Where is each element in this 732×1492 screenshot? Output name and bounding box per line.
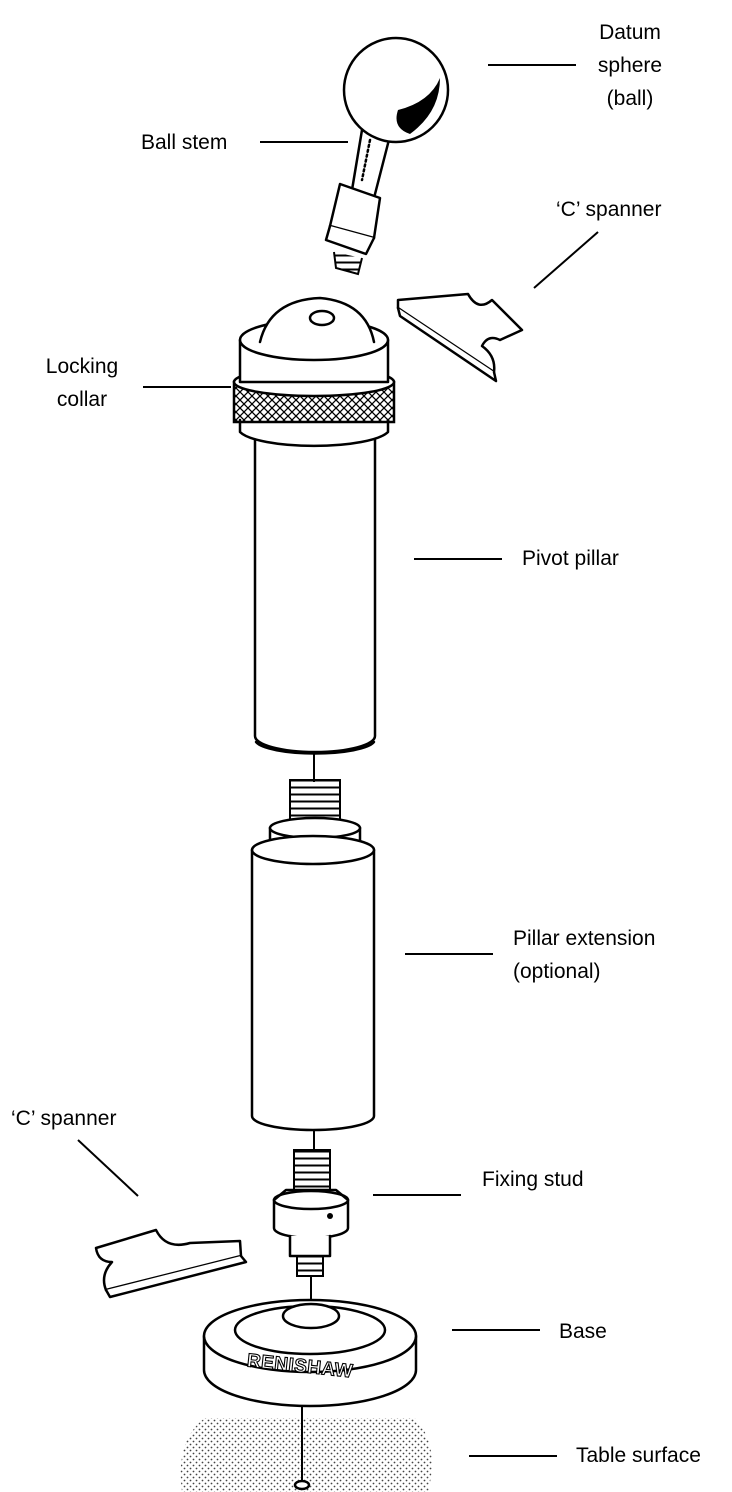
pillar-extension-illustration <box>250 779 376 1132</box>
label-pivot-pillar: Pivot pillar <box>522 547 619 570</box>
pivot-pillar-illustration <box>253 438 377 755</box>
label-fixing-stud: Fixing stud <box>482 1168 584 1191</box>
label-base: Base <box>559 1320 607 1343</box>
label-pillar-extension-line2: (optional) <box>513 960 601 983</box>
label-locking-collar-line2: collar <box>56 388 108 411</box>
table-surface-illustration <box>180 1405 432 1492</box>
datum-sphere-illustration <box>342 36 450 144</box>
leader-line-c-spanner-top <box>533 231 599 289</box>
c-spanner-top-illustration <box>396 292 524 383</box>
leader-line-fixing-stud <box>373 1194 461 1196</box>
leader-line-ball-stem <box>260 141 348 143</box>
label-pillar-extension-line1: Pillar extension <box>513 927 656 950</box>
locking-collar-illustration <box>232 296 396 448</box>
label-locking-collar-line1: Locking <box>45 355 119 378</box>
c-spanner-bottom-illustration <box>94 1228 248 1299</box>
leader-line-datum-sphere <box>488 64 576 66</box>
fixing-stud-illustration <box>272 1149 350 1277</box>
label-ball-stem: Ball stem <box>141 131 228 154</box>
base-illustration: RENISHAW <box>202 1298 418 1408</box>
label-datum-sphere-line2: sphere <box>597 54 663 77</box>
leader-line-pivot-pillar <box>414 558 502 560</box>
leader-line-locking-collar <box>143 386 231 388</box>
label-c-spanner-bottom: ‘C’ spanner <box>11 1107 117 1130</box>
label-c-spanner-top: ‘C’ spanner <box>556 198 662 221</box>
leader-line-table-surface <box>469 1455 557 1457</box>
leader-line-pillar-extension <box>405 953 493 955</box>
leader-line-base <box>452 1329 540 1331</box>
label-datum-sphere-line1: Datum <box>599 21 661 44</box>
label-table-surface: Table surface <box>576 1444 701 1467</box>
label-datum-sphere-line3: (ball) <box>606 87 654 110</box>
leader-line-c-spanner-bottom <box>77 1139 139 1197</box>
